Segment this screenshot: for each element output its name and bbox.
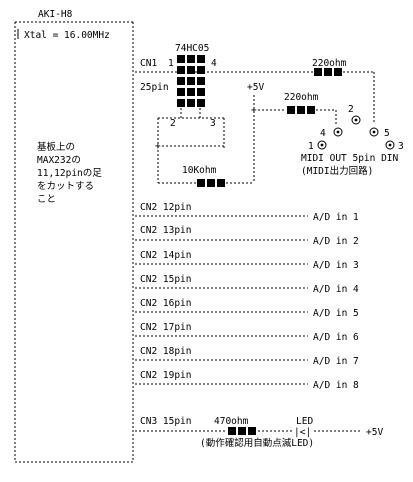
resistor-220-top-label: 220ohm [312, 58, 347, 69]
midi-pin1-label: 1 [308, 141, 314, 152]
resistor-10k-label: 10Kohm [182, 165, 217, 176]
led-pin-label: CN3 15pin [140, 416, 191, 427]
ad-row: CN2 12pin A/D in 1 [135, 202, 359, 223]
cn1-label: CN1 [140, 58, 157, 69]
ad-row: CN2 18pin A/D in 7 [135, 346, 359, 367]
vplus-bottom-label: +5V [366, 427, 383, 438]
ad-row: CN2 19pin A/D in 8 [135, 370, 359, 391]
ad-output-label: A/D in 8 [313, 380, 359, 391]
ad-pin-label: CN2 13pin [140, 225, 191, 236]
ad-row: CN2 16pin A/D in 5 [135, 298, 359, 319]
ad-pin-label: CN2 16pin [140, 298, 191, 309]
ad-pin-label: CN2 18pin [140, 346, 191, 357]
ad-pin-label: CN2 12pin [140, 202, 191, 213]
xtal-label: Xtal = 16.00MHz [24, 30, 110, 41]
ad-output-label: A/D in 5 [313, 308, 359, 319]
led-sublabel: (動作確認用自動点滅LED) [200, 437, 314, 449]
cn1-pin1-label: 1 [168, 58, 174, 69]
resistor-220-top [314, 68, 342, 76]
chip-label: 74HC05 [175, 43, 209, 54]
ad-pin-label: CN2 17pin [140, 322, 191, 333]
note-line: MAX232の [37, 155, 81, 166]
ad-output-label: A/D in 1 [313, 212, 359, 223]
midi-pin4-label: 4 [320, 128, 326, 139]
ad-output-label: A/D in 4 [313, 284, 359, 295]
midi-pin2-label: 2 [348, 104, 354, 115]
resistor-470 [228, 427, 256, 435]
midi-pin3-label: 3 [398, 141, 404, 152]
junction-mark: + [155, 141, 161, 152]
cn1-pin2-label: 2 [170, 118, 176, 129]
resistor-470-label: 470ohm [214, 416, 249, 427]
chip-74hc05 [177, 55, 205, 107]
midi-sublabel: (MIDI出力回路) [301, 165, 373, 177]
midi-pin5-label: 5 [384, 128, 390, 139]
board-note: 基板上の MAX232の 11,12pinの足 をカットする こと [37, 141, 102, 205]
resistor-10k [197, 179, 225, 187]
cn1-pin4-label: 4 [211, 58, 217, 69]
ad-output-label: A/D in 3 [313, 260, 359, 271]
led-symbol: |<| [294, 427, 311, 438]
ad-pin-label: CN2 19pin [140, 370, 191, 381]
midi-label: MIDI OUT 5pin DIN [301, 153, 399, 164]
ad-output-label: A/D in 7 [313, 356, 359, 367]
note-line: 基板上の [37, 141, 75, 153]
midi-din-connector: 2 4 5 1 3 [308, 104, 404, 152]
note-line: こと [37, 194, 56, 205]
ad-output-label: A/D in 2 [313, 236, 359, 247]
resistor-220-mid [287, 106, 315, 114]
note-line: をカットする [37, 181, 94, 192]
cn1-pin3-label: 3 [210, 118, 216, 129]
ad-pin-label: CN2 15pin [140, 274, 191, 285]
cn1-pin25-label: 25pin [140, 82, 169, 93]
ad-output-label: A/D in 6 [313, 332, 359, 343]
note-line: 11,12pinの足 [37, 168, 102, 179]
junction-mark: + [251, 105, 257, 116]
ad-row: CN2 13pin A/D in 2 [135, 225, 359, 247]
ad-row: CN2 14pin A/D in 3 [135, 250, 359, 271]
led-label: LED [296, 416, 313, 427]
ad-row: CN2 17pin A/D in 6 [135, 322, 359, 343]
ad-row: CN2 15pin A/D in 4 [135, 274, 359, 295]
resistor-220-mid-label: 220ohm [284, 92, 319, 103]
board-title: AKI-H8 [38, 9, 73, 20]
ad-pin-label: CN2 14pin [140, 250, 191, 261]
vplus-top-label: +5V [247, 82, 264, 93]
